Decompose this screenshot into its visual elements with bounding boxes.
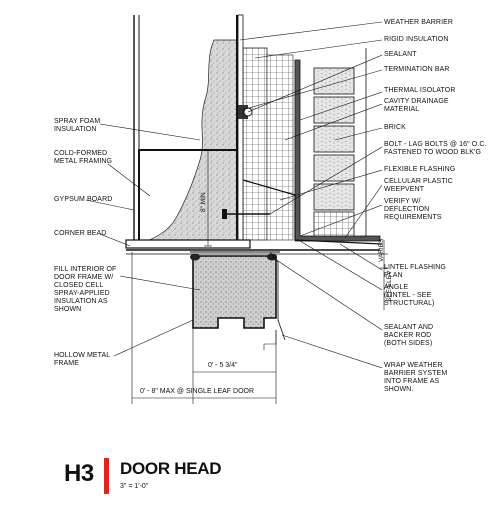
detail-id: H3	[64, 460, 94, 487]
label-sealant: SEALANT	[384, 51, 417, 58]
label-cavity-drainage-material: CAVITY DRAINAGE MATERIAL	[384, 98, 449, 113]
flexible-flashing	[242, 179, 383, 245]
detail-title: DOOR HEAD	[120, 459, 222, 478]
steel-angle-lintel	[294, 59, 381, 242]
label-termination-bar: TERMINATION BAR	[384, 66, 450, 73]
label-lintel-flashing: LINTEL FLASHING PLAN	[384, 264, 446, 279]
label-wrap-weather-barrier: WRAP WEATHER BARRIER SYSTEM INTO FRAME A…	[384, 362, 448, 393]
label-corner-bead: CORNER BEAD	[54, 230, 107, 237]
cavity-drainage-material	[266, 54, 294, 241]
label-lag-bolts: BOLT - LAG BOLTS @ 16" O.C. FASTENED TO …	[384, 141, 487, 156]
dim-overall-max: 0' - 8" MAX @ SINGLE LEAF DOOR	[140, 388, 255, 395]
cold-formed-metal-framing	[138, 15, 238, 246]
leader-lines-left	[85, 123, 201, 357]
dimension-lines	[131, 149, 388, 404]
leader-lines-right	[239, 21, 383, 369]
label-thermal-isolator: THERMAL ISOLATOR	[384, 87, 456, 94]
dim-stud-depth: 8" MIN	[200, 192, 207, 212]
label-hollow-metal-frame: HOLLOW METAL FRAME	[54, 352, 111, 367]
title-block: H3 DOOR HEAD 3" = 1'-0"	[60, 452, 480, 512]
hollow-metal-frame	[190, 251, 280, 329]
label-angle-lintel: ANGLE (LINTEL - SEE STRUCTURAL)	[384, 284, 435, 307]
dim-varies: VARIES	[378, 238, 385, 262]
spray-foam-insulation	[139, 39, 238, 245]
termination-bar	[238, 105, 248, 119]
label-rigid-insulation: RIGID INSULATION	[384, 36, 449, 43]
label-fill-interior: FILL INTERIOR OF DOOR FRAME W/ CLOSED CE…	[54, 266, 117, 313]
brick-veneer	[313, 48, 367, 241]
head-track	[125, 239, 380, 255]
label-flexible-flashing: FLEXIBLE FLASHING	[384, 166, 456, 173]
title-accent-bar	[104, 458, 109, 494]
weather-barrier-wrap	[269, 251, 286, 341]
weather-barrier	[237, 14, 244, 246]
label-verify-deflection: VERIFY W/ DEFLECTION REQUIREMENTS	[384, 198, 442, 221]
label-weepvent: CELLULAR PLASTIC WEEPVENT	[384, 178, 453, 193]
label-sealant-backer-rod: SEALANT AND BACKER ROD (BOTH SIDES)	[384, 324, 434, 347]
label-weather-barrier: WEATHER BARRIER	[384, 19, 454, 26]
dim-see-elev: SEE ELEV	[386, 270, 393, 302]
label-gypsum-board: GYPSUM BOARD	[54, 196, 113, 203]
label-spray-foam: SPRAY FOAM INSULATION	[54, 118, 101, 133]
label-cold-formed-framing: COLD-FORMED METAL FRAMING	[54, 150, 113, 165]
label-brick: BRICK	[384, 124, 406, 131]
detail-scale: 3" = 1'-0"	[120, 483, 149, 490]
dim-frame-width: 0' - 5 3/4"	[208, 362, 238, 369]
lag-bolt	[222, 209, 270, 219]
rigid-insulation	[242, 47, 268, 241]
